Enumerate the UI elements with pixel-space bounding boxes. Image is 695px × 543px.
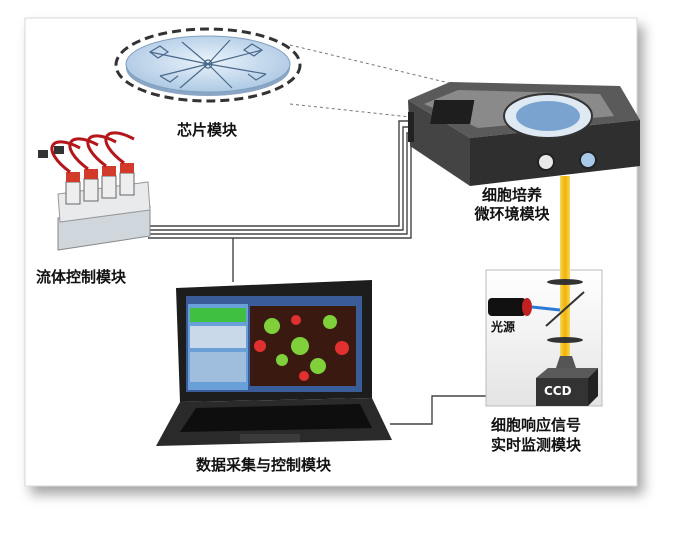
light-source-icon	[488, 298, 561, 316]
fluid-module-label: 流体控制模块	[36, 268, 127, 286]
incubator-icon	[408, 82, 640, 186]
light-beam	[560, 176, 570, 366]
daq-module-label: 数据采集与控制模块	[196, 456, 332, 474]
culture-module-label-line1: 细胞培养	[481, 186, 542, 204]
ccd-label: CCD	[544, 384, 572, 398]
ccd-camera-icon	[536, 356, 598, 406]
chip-module-label: 芯片模块	[177, 121, 238, 139]
laptop-icon	[156, 280, 392, 446]
light-source-label: 光源	[491, 320, 516, 334]
optics-box-icon	[485, 176, 603, 407]
monitor-module-label-line2: 实时监测模块	[490, 436, 581, 454]
monitor-module-label-line1: 细胞响应信号	[490, 416, 581, 434]
culture-module-label-line2: 微环境模块	[474, 205, 550, 223]
valve-array-icon	[38, 131, 151, 251]
connection-wires	[148, 120, 486, 425]
chip-module-icon	[114, 27, 302, 103]
